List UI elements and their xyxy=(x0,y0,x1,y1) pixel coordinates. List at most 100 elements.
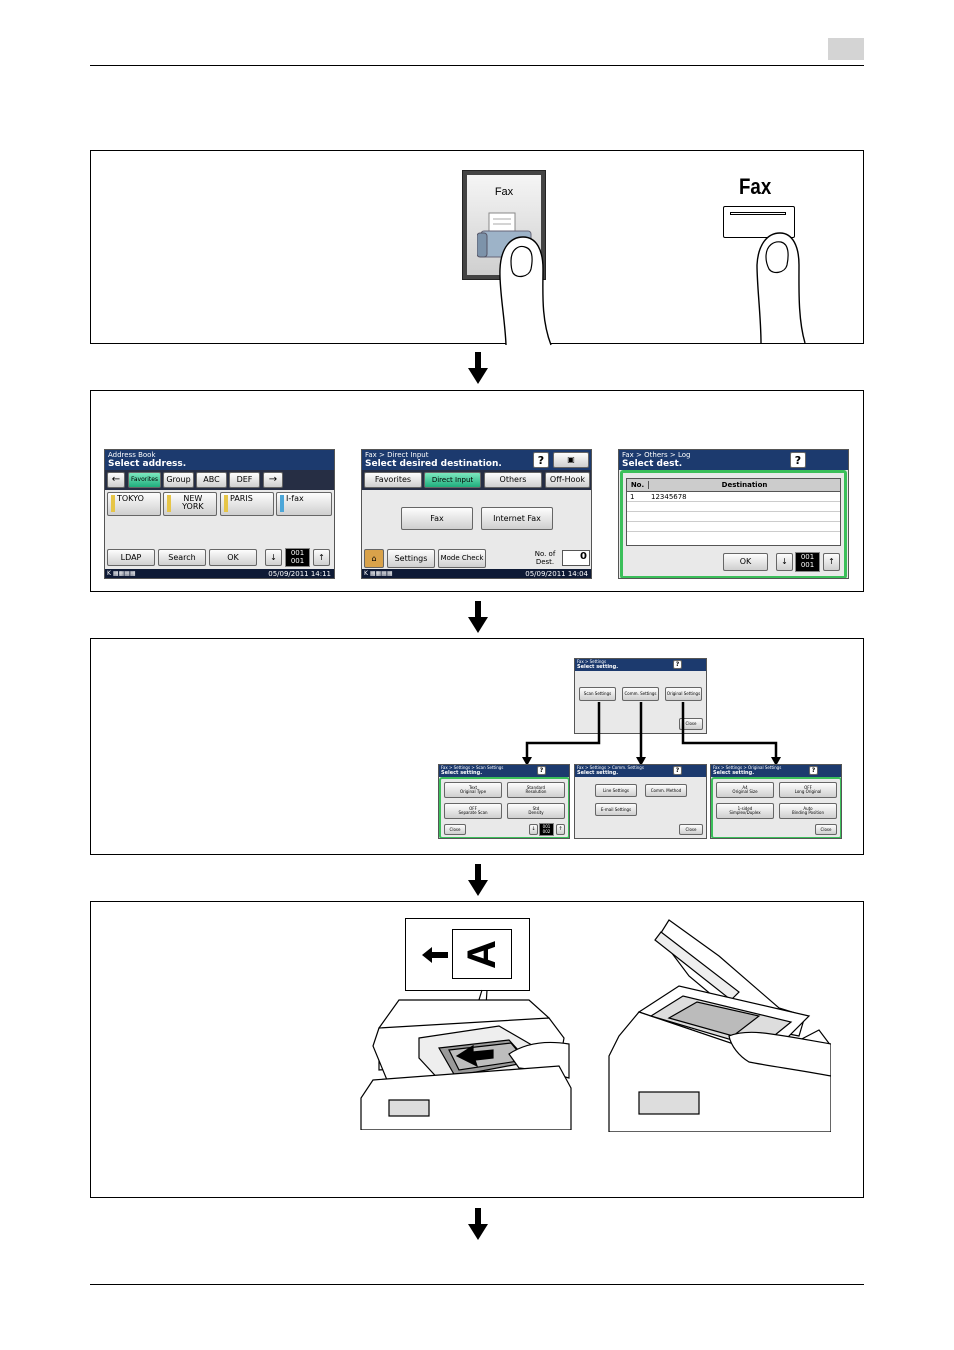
down-arrow-icon xyxy=(468,864,488,896)
page-counter: 001 001 xyxy=(795,552,820,572)
log-frame xyxy=(620,470,847,578)
step2-panel: Address Book Select address. ← Favorites… xyxy=(90,390,864,592)
status-bar: K ▦▦▦▦ 05/09/2011 14:11 xyxy=(105,569,334,578)
page-down-icon[interactable]: ↓ xyxy=(776,553,793,571)
platen-loading-illustration xyxy=(608,919,831,1132)
close-button[interactable]: Close xyxy=(444,824,466,835)
original-document: A xyxy=(452,929,512,979)
fax-button[interactable]: Fax xyxy=(401,507,473,530)
finger-icon xyxy=(499,236,552,346)
ok-button[interactable]: OK xyxy=(209,549,257,566)
tab-group[interactable]: Group xyxy=(163,472,194,488)
step3-panel: Fax > Settings Select setting. ? Scan Se… xyxy=(90,638,864,855)
scroll-left-button[interactable]: ← xyxy=(107,472,125,488)
tab-others[interactable]: Others xyxy=(484,472,542,488)
tab-abc[interactable]: ABC xyxy=(196,472,227,488)
page-counter: 001 002 xyxy=(539,823,554,836)
no-of-dest-value: 0 xyxy=(562,550,590,566)
screen-path: Address Book xyxy=(108,451,156,459)
help-icon[interactable]: ? xyxy=(790,452,806,468)
col-no-header: No. xyxy=(627,481,649,489)
step4-panel: A xyxy=(90,901,864,1198)
address-entry-new-york[interactable]: NEW YORK xyxy=(163,492,217,516)
fax-settings-screen: Fax > Settings Select setting. ? Scan Se… xyxy=(574,658,707,734)
comm-settings-button[interactable]: Comm. Settings xyxy=(622,687,659,701)
page-down-icon[interactable]: ↓ xyxy=(265,549,282,566)
keyboard-icon: K ▦▦▦▦ xyxy=(364,570,393,577)
fax-tag-icon xyxy=(167,495,171,512)
help-icon[interactable]: ? xyxy=(673,660,682,669)
user-box-icon[interactable]: ▣ xyxy=(553,452,589,468)
tab-favorites[interactable]: Favorites xyxy=(364,472,422,488)
screen-prompt: Select desired destination. xyxy=(365,459,502,469)
fax-tag-icon xyxy=(111,495,115,512)
screen-path: Fax > Others > Log xyxy=(622,451,691,459)
scan-settings-button[interactable]: Scan Settings xyxy=(579,687,616,701)
tab-direct-input[interactable]: Direct Input xyxy=(424,472,481,488)
tab-favorites[interactable]: Favorites xyxy=(128,472,161,488)
fax-hard-key[interactable] xyxy=(723,206,795,238)
down-arrow-icon xyxy=(468,601,488,633)
down-arrow-icon xyxy=(468,352,488,384)
help-icon[interactable]: ? xyxy=(537,766,546,775)
ok-button[interactable]: OK xyxy=(723,553,768,571)
line-settings-button[interactable]: Line Settings xyxy=(595,784,637,797)
fax-key-label: Fax xyxy=(494,186,514,198)
status-bar: K ▦▦▦▦ 05/09/2011 14:04 xyxy=(362,569,591,578)
fax-tag-icon xyxy=(224,495,228,512)
settings-button[interactable]: Settings xyxy=(387,549,435,568)
down-arrow-icon xyxy=(468,1208,488,1240)
finger-icon xyxy=(756,232,806,344)
screen-prompt: Select dest. xyxy=(622,459,683,469)
page-up-icon[interactable]: ↑ xyxy=(313,549,330,566)
page-up-icon[interactable]: ↑ xyxy=(823,553,840,571)
orientation-callout: A xyxy=(405,918,530,991)
help-icon[interactable]: ? xyxy=(533,452,549,468)
ldap-button[interactable]: LDAP xyxy=(107,549,155,566)
off-hook-button[interactable]: Off-Hook xyxy=(545,472,590,488)
help-icon[interactable]: ? xyxy=(809,766,818,775)
col-destination-header: Destination xyxy=(721,481,768,489)
page-up-icon[interactable]: ↑ xyxy=(556,824,565,835)
original-settings-button[interactable]: Original Settings xyxy=(665,687,702,701)
ifax-tag-icon xyxy=(280,495,284,512)
comm-method-button[interactable]: Comm. Method xyxy=(645,784,687,797)
address-book-screen: Address Book Select address. ← Favorites… xyxy=(104,449,335,579)
scroll-right-button[interactable]: → xyxy=(263,472,283,488)
tab-def[interactable]: DEF xyxy=(229,472,260,488)
close-button[interactable]: Close xyxy=(815,824,837,835)
flow-connectors xyxy=(522,702,781,766)
feed-direction-arrow-icon xyxy=(422,947,448,963)
help-icon[interactable]: ? xyxy=(673,766,682,775)
internet-fax-button[interactable]: Internet Fax xyxy=(481,507,553,530)
screen-prompt: Select address. xyxy=(108,459,187,469)
screen-path: Fax > Direct Input xyxy=(365,451,429,459)
no-of-dest-label: No. of Dest. xyxy=(534,550,556,566)
keyboard-icon: K ▦▦▦▦ xyxy=(107,570,136,577)
close-button[interactable]: Close xyxy=(679,824,703,835)
close-button[interactable]: Close xyxy=(679,718,703,730)
direct-input-screen: Fax > Direct Input Select desired destin… xyxy=(361,449,592,579)
email-settings-button[interactable]: E-mail Settings xyxy=(595,803,637,816)
search-button[interactable]: Search xyxy=(158,549,206,566)
step1-panel: Fax Fax xyxy=(90,150,864,346)
page-counter: 001 001 xyxy=(285,548,310,567)
page-down-icon[interactable]: ↓ xyxy=(529,824,538,835)
address-entry-ifax[interactable]: I-fax xyxy=(276,492,332,516)
comm-settings-screen: Fax > Settings > Comm. Settings Select s… xyxy=(574,764,707,839)
mode-check-button[interactable]: Mode Check xyxy=(438,549,486,568)
log-screen: Fax > Others > Log Select dest. ? No. De… xyxy=(618,449,849,579)
scan-settings-screen: Fax > Settings > Scan Settings Select se… xyxy=(438,764,570,839)
home-icon[interactable]: ⌂ xyxy=(364,549,384,568)
address-entry-tokyo[interactable]: TOKYO xyxy=(107,492,161,516)
address-entry-paris[interactable]: PARIS xyxy=(220,492,274,516)
table-row[interactable]: 1 12345678 xyxy=(627,492,840,502)
